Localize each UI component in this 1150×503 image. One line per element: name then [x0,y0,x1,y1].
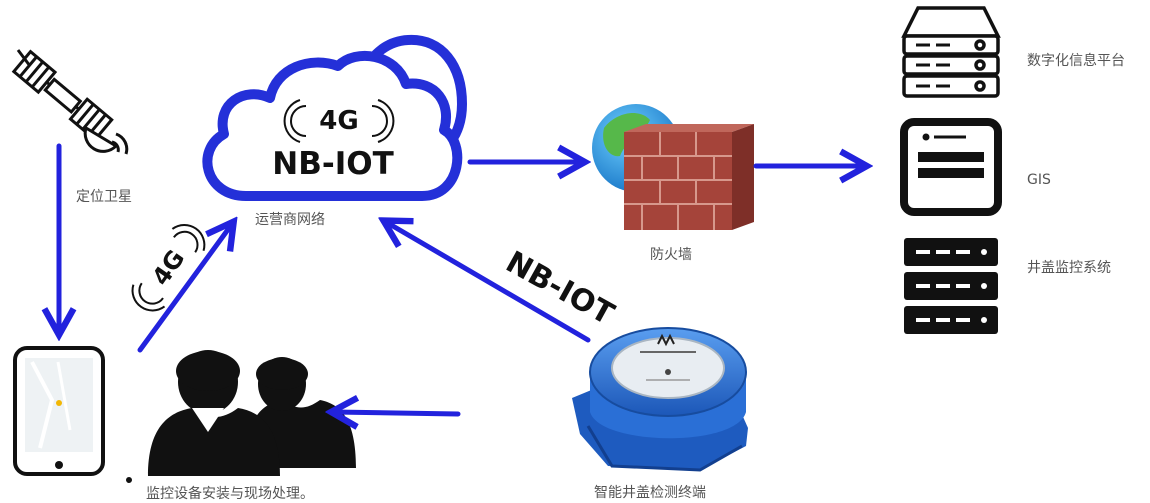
cloud-badge-4g: 4G [319,106,358,136]
server-label-gis: GIS [1027,172,1051,188]
arrow-terminal-to-cloud [386,222,591,343]
satellite-icon [11,49,129,155]
arrow-terminal-to-staff [334,412,461,414]
staff-icon [148,350,356,476]
firewall-icon [592,104,754,230]
server-icon-platform [901,6,1001,98]
satellite-caption: 定位卫星 [76,189,132,205]
firewall-caption: 防火墙 [650,247,692,263]
cloud-caption: 运营商网络 [255,212,325,228]
link-4g-label: 4G [147,245,191,291]
terminal-device-icon [572,327,748,472]
server-label-monitor: 井盖监控系统 [1027,260,1111,276]
server-icon-gis [900,118,1002,216]
staff-caption: 监控设备安装与现场处理。 [146,486,314,502]
cloud-title: NB-IOT [272,146,393,182]
tablet-icon [13,346,132,483]
server-label-platform: 数字化信息平台 [1027,53,1125,69]
cloud-icon: 4G NB-IOT [202,34,467,201]
arrow-tablet-to-cloud [137,224,232,353]
terminal-caption: 智能井盖检测终端 [594,485,706,501]
link-nbiot-label: NB-IOT [500,245,620,333]
server-icon-monitor [904,238,998,334]
